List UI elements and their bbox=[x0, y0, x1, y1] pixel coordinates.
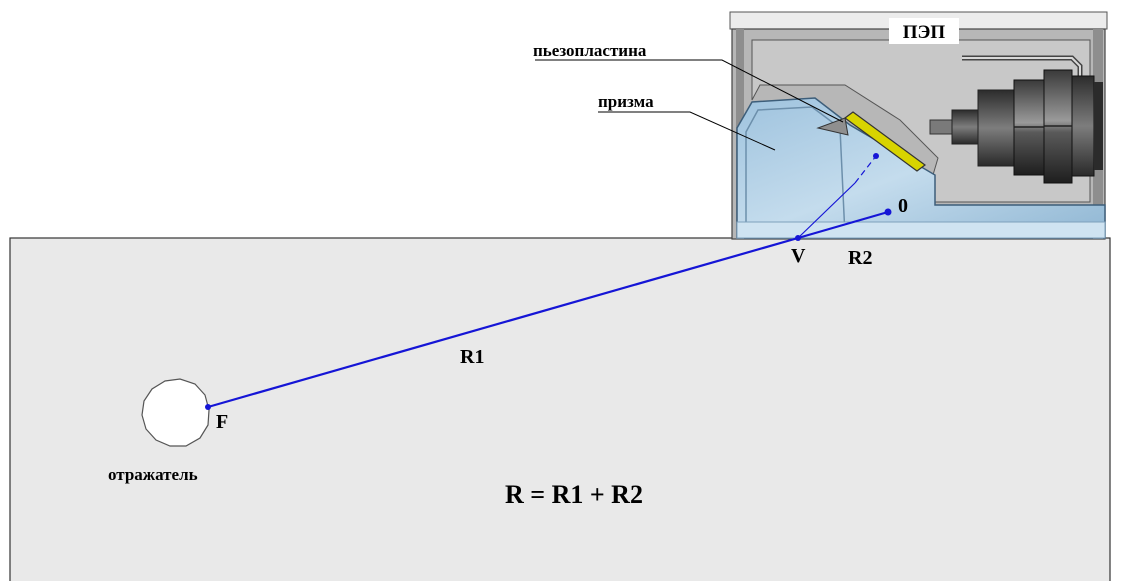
piezo-callout-line bbox=[535, 59, 844, 123]
point-exit-dot bbox=[795, 235, 801, 241]
point-origin-label: 0 bbox=[898, 195, 908, 217]
piezo-plate bbox=[816, 111, 927, 172]
connector-thread bbox=[1071, 75, 1095, 177]
segment-r2-label: R2 bbox=[848, 247, 872, 269]
point-focus-label: F bbox=[216, 411, 228, 433]
beam-normal-dashed bbox=[854, 155, 877, 184]
beam-r2 bbox=[797, 210, 889, 240]
reflector-circle bbox=[141, 378, 210, 447]
connector bbox=[929, 69, 1103, 184]
probe-label: ПЭП bbox=[903, 22, 946, 43]
reflector-label: отражатель bbox=[108, 465, 198, 484]
prism-label: призма bbox=[598, 92, 654, 111]
segment-r1-label: R1 bbox=[460, 346, 484, 368]
point-piezo-dot bbox=[873, 153, 879, 159]
point-focus-dot bbox=[205, 404, 211, 410]
beam-r1 bbox=[207, 236, 799, 409]
prism-contact-layer bbox=[736, 221, 1106, 239]
point-exit-label: V bbox=[791, 245, 806, 267]
formula-label: R = R1 + R2 bbox=[505, 480, 643, 509]
point-origin-dot bbox=[884, 208, 892, 216]
connector-body bbox=[951, 109, 981, 145]
beam-normal-solid bbox=[797, 182, 856, 239]
connector-mid bbox=[977, 89, 1015, 167]
connector-pin bbox=[929, 119, 953, 135]
probe-label-bg bbox=[889, 18, 959, 44]
piezo-plate-label: пьезопластина bbox=[533, 41, 647, 60]
prism-callout-line bbox=[598, 111, 776, 151]
